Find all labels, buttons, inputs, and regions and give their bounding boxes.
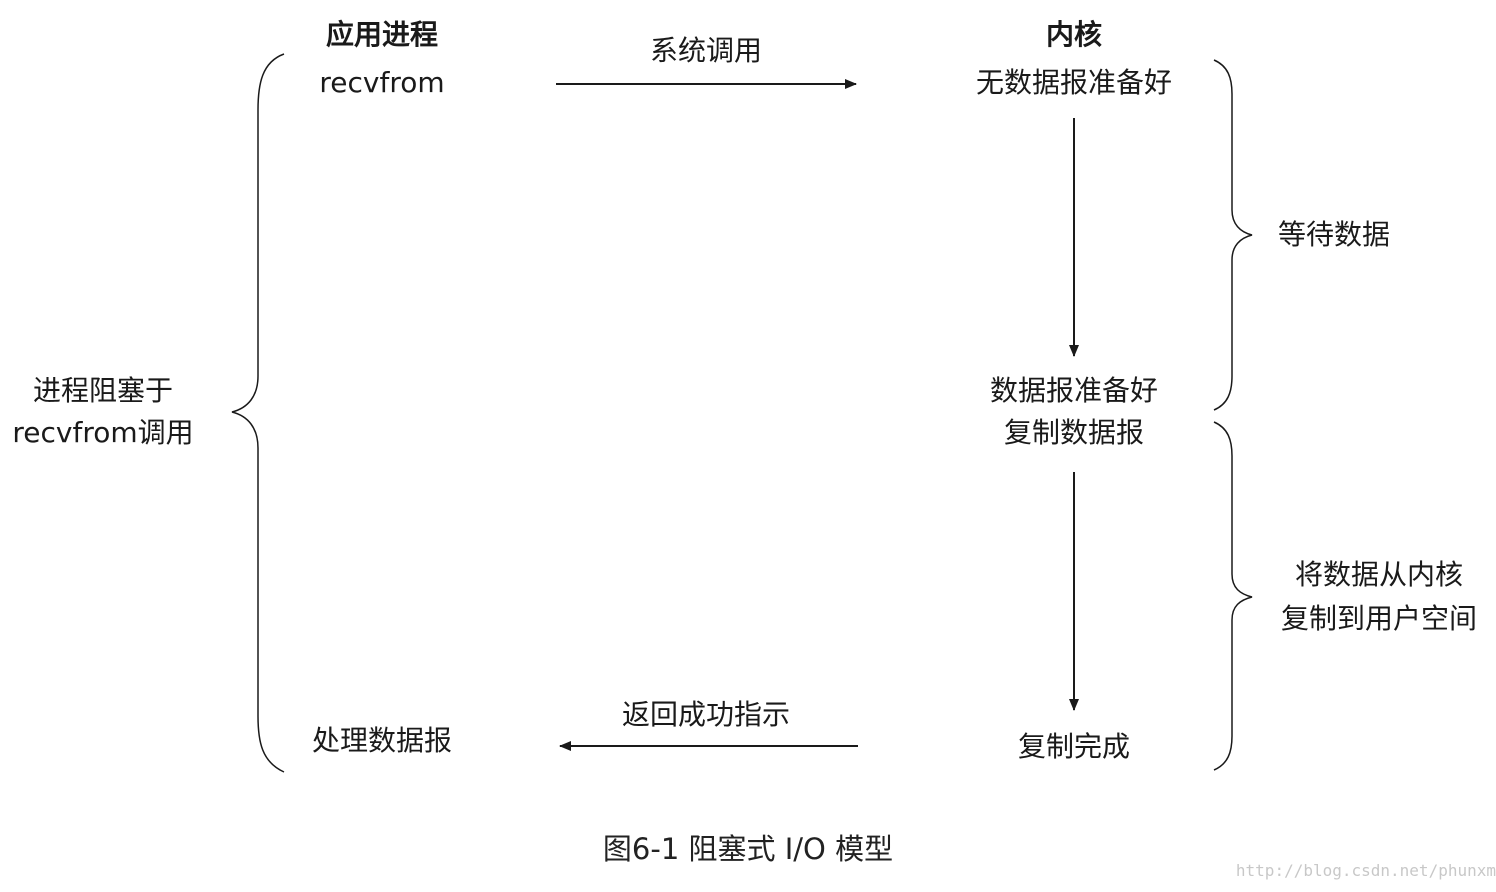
process-blocked-label-line1: 进程阻塞于 xyxy=(32,374,173,407)
system-call-label: 系统调用 xyxy=(649,34,762,67)
process-blocked-brace xyxy=(231,53,285,773)
return-success-label: 返回成功指示 xyxy=(621,698,790,731)
copy-data-brace xyxy=(1213,421,1253,771)
watermark: http://blog.csdn.net/phunxm xyxy=(1235,861,1496,880)
recvfrom-label: recvfrom xyxy=(319,66,445,99)
copy-to-user-label-line1: 将数据从内核 xyxy=(1294,558,1463,591)
kernel-title: 内核 xyxy=(1045,18,1102,51)
process-datagram-label: 处理数据报 xyxy=(311,724,452,757)
app-process-title: 应用进程 xyxy=(325,18,438,51)
no-datagram-ready-label: 无数据报准备好 xyxy=(975,66,1172,99)
figure-caption: 图6-1 阻塞式 I/O 模型 xyxy=(602,832,894,866)
wait-data-brace xyxy=(1213,59,1253,411)
datagram-ready-label: 数据报准备好 xyxy=(989,374,1158,407)
copy-datagram-label: 复制数据报 xyxy=(1003,416,1144,449)
copy-complete-label: 复制完成 xyxy=(1017,730,1130,763)
wait-for-data-label: 等待数据 xyxy=(1277,218,1390,251)
process-blocked-label-line2: recvfrom调用 xyxy=(12,416,194,449)
copy-to-user-label-line2: 复制到用户空间 xyxy=(1280,602,1477,635)
